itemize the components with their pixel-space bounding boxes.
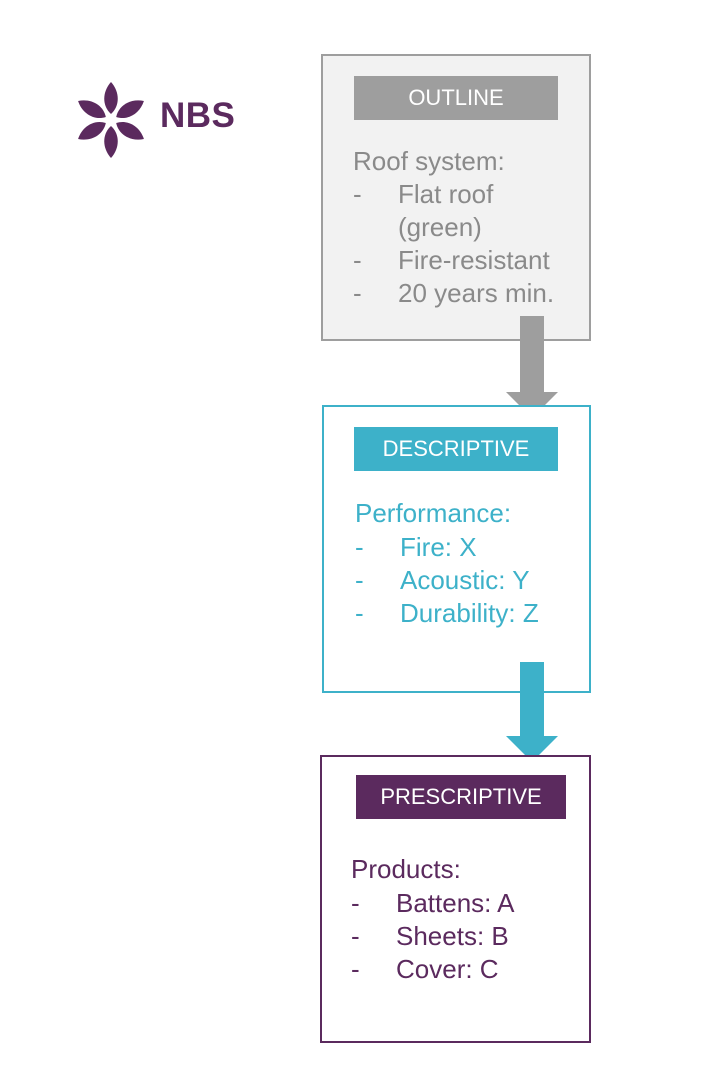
outline-list: - Flat roof (green) - Fire-resistant - 20 y… [353,178,583,310]
bullet-dash: - [355,565,364,595]
prescriptive-item-text: Cover: C [396,954,499,984]
bullet-dash: - [355,532,364,562]
outline-item: - Flat roof (green) [353,178,583,244]
descriptive-title: DESCRIPTIVE [354,427,558,471]
prescriptive-item: - Battens: A [351,887,581,920]
nbs-logo: NBS [74,80,244,160]
descriptive-list: - Fire: X - Acoustic: Y - Durability: Z [355,531,585,630]
descriptive-item: - Fire: X [355,531,585,564]
bullet-dash: - [353,278,362,308]
outline-item: - Fire-resistant [353,244,583,277]
bullet-dash: - [351,888,360,918]
prescriptive-item: - Cover: C [351,953,581,986]
bullet-dash: - [353,245,362,275]
prescriptive-item-text: Battens: A [396,888,515,918]
down-arrow-descriptive-to-prescriptive [506,662,558,762]
descriptive-item-text: Fire: X [400,532,477,562]
outline-item-text: Fire-resistant [398,245,550,275]
prescriptive-heading: Products: [351,854,461,884]
prescriptive-title: PRESCRIPTIVE [356,775,566,819]
bullet-dash: - [351,921,360,951]
bullet-dash: - [353,179,362,209]
nbs-flower-icon [78,82,144,158]
prescriptive-item-text: Sheets: B [396,921,509,951]
outline-item-text: 20 years min. [398,278,555,308]
down-arrow-outline-to-descriptive [506,316,558,418]
descriptive-item-text: Acoustic: Y [400,565,530,595]
outline-title: OUTLINE [354,76,558,120]
descriptive-box: DESCRIPTIVE Performance: - Fire: X - Acous… [322,405,591,693]
bullet-dash: - [355,598,364,628]
descriptive-item: - Durability: Z [355,597,585,630]
logo-text: NBS [160,96,236,135]
outline-box: OUTLINE Roof system: - Flat roof (green) … [321,54,591,341]
bullet-dash: - [351,954,360,984]
prescriptive-item: - Sheets: B [351,920,581,953]
descriptive-item-text: Durability: Z [400,598,539,628]
outline-item-text: Flat roof (green) [398,179,494,242]
prescriptive-list: - Battens: A - Sheets: B - Cover: C [351,887,581,986]
outline-item: - 20 years min. [353,277,583,310]
descriptive-heading: Performance: [355,498,512,528]
descriptive-item: - Acoustic: Y [355,564,585,597]
prescriptive-box: PRESCRIPTIVE Products: - Battens: A - Shee… [320,755,591,1043]
outline-heading: Roof system: [353,146,505,176]
